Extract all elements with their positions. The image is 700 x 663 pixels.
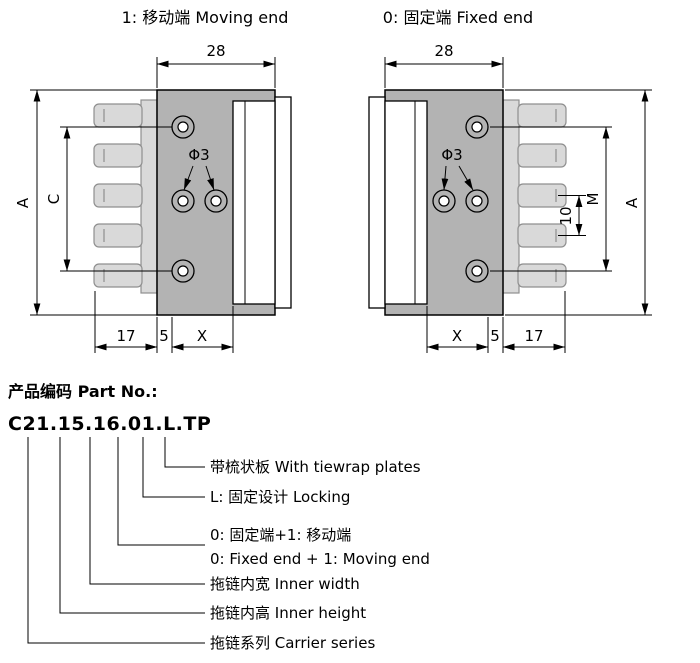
callout-label-inner-height: 拖链内高 Inner height [210, 604, 366, 622]
bracket-slot [384, 100, 428, 305]
dim-label-17-right: 17 [524, 327, 543, 345]
chain-spine [502, 99, 520, 294]
dim-label-5-right: 5 [490, 327, 500, 345]
dim-label-m: M [584, 193, 602, 206]
part-no-code: C21.15.16.01.L.TP [8, 413, 211, 435]
chain-tooth [517, 103, 567, 128]
mounting-hole-bore [177, 265, 189, 277]
moving-end-drawing: A C 28 Φ3 17 5 X [14, 42, 292, 353]
moving-end-dimensions: A C 28 Φ3 17 5 X [14, 42, 276, 353]
callout-line-end-type [117, 437, 205, 546]
callout-label-end-type-cn: 0: 固定端+1: 移动端 [210, 526, 351, 544]
dim-label-a-right: A [623, 197, 641, 208]
fixed-end-bracket [368, 89, 504, 316]
chain-tooth [517, 143, 567, 168]
callout-line-inner-height [59, 437, 205, 614]
callout-label-carrier-series: 拖链系列 Carrier series [210, 634, 375, 652]
chain-tooth [517, 263, 567, 288]
hole-diameter-label-left: Φ3 [188, 146, 209, 164]
side-band [368, 96, 386, 309]
fixed-end-title: 0: 固定端 Fixed end [383, 8, 533, 27]
mounting-hole-bore [177, 195, 189, 207]
dim-label-5-left: 5 [159, 327, 169, 345]
dim-label-x-right: X [452, 327, 462, 345]
mounting-hole-bore [471, 195, 483, 207]
part-number-section: 产品编码 Part No.: C21.15.16.01.L.TP 带梳状板 Wi… [8, 382, 430, 652]
fixed-end-dimensions: 28 Φ3 10 M A [384, 42, 652, 353]
chain-tooth [93, 103, 143, 128]
callout-line-inner-width [89, 437, 205, 585]
callout-line-locking [142, 437, 205, 498]
mounting-hole-bore [471, 121, 483, 133]
fixed-end-drawing: 28 Φ3 10 M A [368, 42, 652, 353]
mounting-hole-bore [471, 265, 483, 277]
dim-label-x-left: X [197, 327, 207, 345]
moving-end-chain [93, 99, 158, 294]
chain-tooth [93, 263, 143, 288]
mounting-hole-bore [438, 195, 450, 207]
mounting-hole-bore [210, 195, 222, 207]
dim-label-28-right: 28 [434, 42, 453, 60]
mounting-hole-bore [177, 121, 189, 133]
dim-label-a-left: A [14, 197, 32, 208]
callout-label-tiewrap: 带梳状板 With tiewrap plates [210, 458, 421, 476]
callout-label-inner-width: 拖链内宽 Inner width [210, 575, 360, 593]
callout-label-end-type-en: 0: Fixed end + 1: Moving end [210, 550, 430, 568]
chain-tooth [93, 143, 143, 168]
part-no-heading: 产品编码 Part No.: [8, 382, 158, 401]
callout-line-tiewrap [164, 437, 205, 468]
moving-end-title: 1: 移动端 Moving end [122, 8, 289, 27]
fixed-end-chain [502, 99, 567, 294]
bracket-slot [232, 100, 276, 305]
chain-spine [140, 99, 158, 294]
chain-tooth [93, 223, 143, 248]
hole-diameter-label-right: Φ3 [441, 146, 462, 164]
dim-label-c: C [45, 194, 63, 204]
moving-end-bracket [156, 89, 292, 316]
callout-line-carrier-series [27, 437, 205, 644]
dim-label-10: 10 [557, 206, 575, 225]
dim-label-17-left: 17 [116, 327, 135, 345]
side-band [274, 96, 292, 309]
dim-label-28-left: 28 [206, 42, 225, 60]
chain-tooth [93, 183, 143, 208]
callout-label-locking: L: 固定设计 Locking [210, 488, 350, 506]
